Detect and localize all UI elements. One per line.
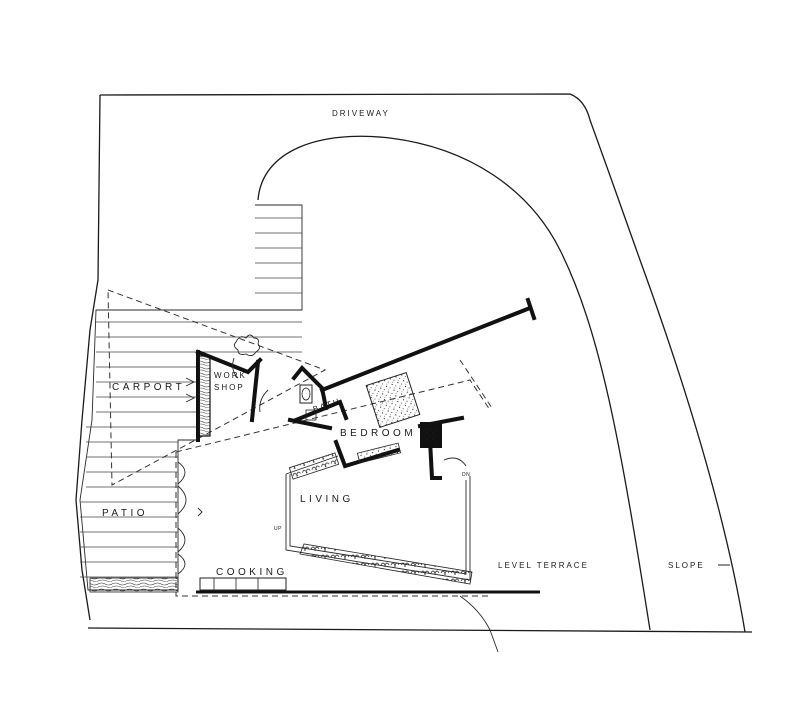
fireplace [420, 422, 442, 448]
bedroom-bed [365, 371, 421, 429]
living-label: LIVING [300, 494, 354, 505]
up-label: UP [274, 526, 282, 532]
patio-edge-strip [89, 577, 179, 593]
house-walls [195, 297, 537, 480]
tree-symbol [233, 334, 261, 357]
work-label: WORK [214, 371, 247, 380]
carport-markers [185, 377, 196, 403]
door-swings [232, 357, 467, 467]
roof-overhang-outline [107, 289, 493, 597]
level-terrace-label: LEVEL TERRACE [498, 561, 589, 570]
walk-curve [459, 595, 499, 653]
dn-label: DN [462, 472, 470, 478]
driveway-label: DRIVEWAY [332, 109, 390, 118]
bath-fixtures [299, 384, 317, 421]
workshop-wall-block [197, 355, 211, 437]
bedroom-label: BEDROOM [340, 428, 416, 439]
carport-label: CARPORT [112, 382, 185, 393]
planter-mid [356, 442, 402, 464]
cooking-counter [196, 577, 540, 594]
shop-label: SHOP [214, 383, 245, 392]
driveway-curve [257, 135, 651, 631]
site-boundary [75, 93, 753, 633]
carport-patio-decking [79, 204, 303, 591]
cooking-label: COOKING [216, 567, 288, 578]
patio-label: PATIO [102, 508, 148, 519]
patio-screens [177, 461, 203, 575]
slope-label: SLOPE [668, 561, 705, 570]
planter-upper [288, 452, 340, 480]
bath-label: BATH [312, 396, 342, 413]
planter-lower [299, 543, 473, 585]
